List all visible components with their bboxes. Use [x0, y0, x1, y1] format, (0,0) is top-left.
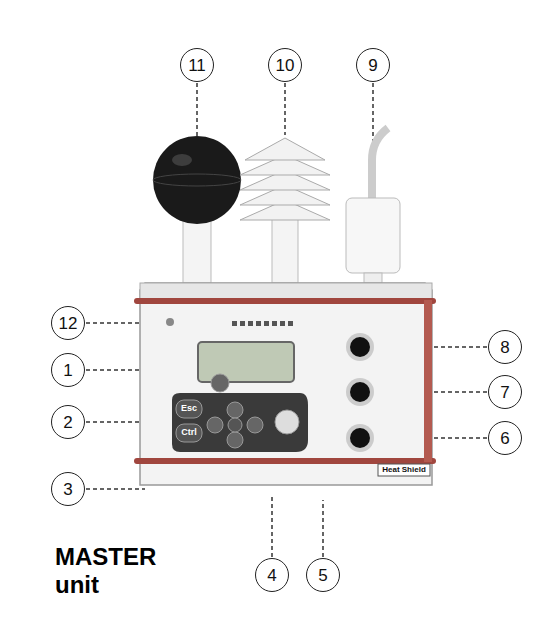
callout-circle: 9	[356, 48, 390, 82]
callout-circle: 1	[51, 353, 85, 387]
ctrl-button	[176, 424, 202, 442]
globe-seam	[153, 174, 241, 186]
callout-circle: 4	[255, 558, 289, 592]
callout-number: 7	[500, 384, 509, 401]
callout-number: 5	[318, 567, 327, 584]
power-button	[275, 410, 299, 434]
callout-circle: 11	[180, 48, 214, 82]
callout-circle: 10	[268, 48, 302, 82]
button-label: Esc	[176, 403, 202, 413]
unit-caption: MASTER unit	[55, 543, 175, 598]
connector-knobs	[346, 333, 374, 452]
sensor-base	[364, 273, 382, 283]
center-button	[228, 418, 242, 432]
arrow-button	[247, 417, 263, 433]
light-button	[211, 374, 229, 392]
globe-highlight	[172, 154, 192, 166]
top-band	[134, 298, 436, 304]
callout-circle: 8	[488, 330, 522, 364]
arrow-button	[227, 402, 243, 418]
arrow-button	[227, 432, 243, 448]
callout-circle: 3	[51, 472, 85, 506]
callout-number: 8	[500, 339, 509, 356]
logo-mark	[166, 318, 174, 326]
leader-lines	[86, 83, 487, 557]
callout-number: 2	[63, 414, 72, 431]
callout-circle: 12	[51, 306, 85, 340]
black-globe	[153, 136, 241, 224]
callout-number: 4	[267, 567, 276, 584]
esc-button	[176, 400, 202, 418]
callout-number: 12	[59, 315, 78, 332]
nameplate	[378, 464, 430, 476]
side-band	[424, 300, 432, 462]
callout-number: 3	[63, 481, 72, 498]
button-label: Ctrl	[176, 427, 202, 437]
sensor-cylinder	[346, 198, 400, 273]
radiation-shield	[240, 138, 330, 220]
lcd-display	[198, 342, 294, 382]
callout-number: 9	[368, 57, 377, 74]
callout-circle: 5	[306, 558, 340, 592]
callout-circle: 6	[488, 421, 522, 455]
callout-circle: 7	[488, 375, 522, 409]
status-leds	[232, 321, 293, 326]
nameplate-text: Heat Shield	[378, 465, 430, 474]
callout-number: 1	[63, 362, 72, 379]
keypad	[172, 393, 308, 452]
globe-stem	[183, 215, 211, 283]
callout-number: 6	[500, 430, 509, 447]
callout-number: 10	[276, 57, 295, 74]
meter-body	[140, 283, 432, 485]
arrow-button	[207, 417, 223, 433]
callout-number: 11	[188, 57, 206, 74]
bottom-band	[134, 458, 436, 464]
callout-circle: 2	[51, 405, 85, 439]
sensor-tube	[372, 128, 388, 205]
